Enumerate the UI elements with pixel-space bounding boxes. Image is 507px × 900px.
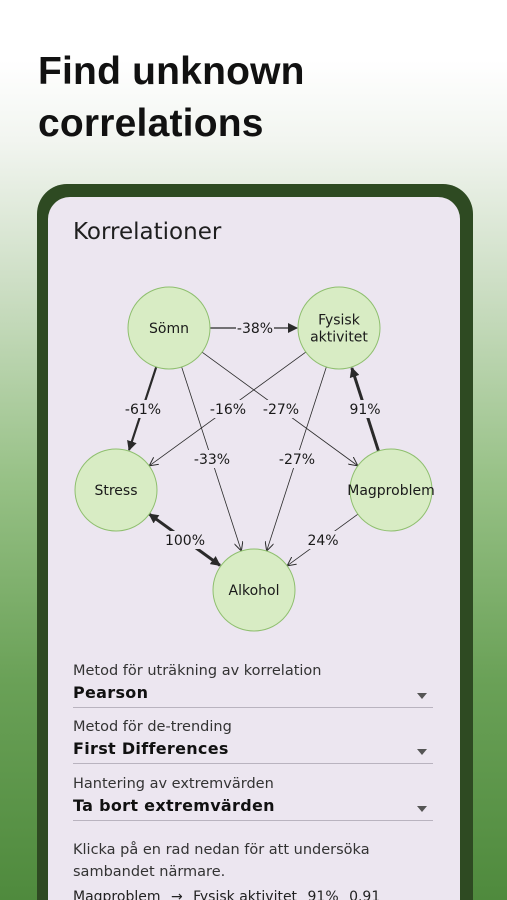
outlier-handling-value: Ta bort extremvärden	[73, 796, 275, 815]
app-screen: Korrelationer -38% -61% -33% -27% -16% -27% 91…	[48, 197, 460, 900]
chevron-down-icon	[417, 693, 427, 699]
node-label-alkohol: Alkohol	[229, 583, 280, 599]
edge-label-bg	[278, 450, 316, 468]
correlation-method-label: Metod för uträkning av korrelation	[73, 663, 322, 679]
outlier-handling-label: Hantering av extremvärden	[73, 776, 274, 792]
detrend-method-value: First Differences	[73, 739, 229, 758]
edge-label-magproblem-fysisk: 91%	[349, 402, 380, 418]
node-fysisk[interactable]	[297, 286, 381, 370]
row-from: Magproblem	[73, 889, 161, 900]
node-label-fysisk: Fysisk	[318, 313, 361, 329]
edge-label-bg	[209, 400, 247, 418]
node-label-stress: Stress	[94, 483, 137, 499]
edge-label-somn-alkohol: -33%	[194, 452, 230, 468]
edge-label-magproblem-alkohol: 24%	[307, 533, 338, 549]
edge-label-bg	[350, 400, 380, 418]
edge-label-stress-alkohol: 100%	[165, 533, 205, 549]
edge-label-bg	[308, 531, 338, 549]
row-to: Fysisk aktivitet	[193, 889, 298, 900]
edge-label-bg	[193, 450, 231, 468]
correlation-method-select[interactable]: Metod för uträkning av korrelation Pears…	[73, 663, 433, 708]
row-percent: 91%	[307, 889, 339, 900]
edge-label-bg	[166, 531, 204, 549]
node-label-magproblem: Magproblem	[347, 483, 434, 499]
edge-label-bg	[262, 400, 300, 418]
hint-text: Klicka på en rad nedan för att undersöka…	[73, 842, 370, 880]
node-label-fysisk: aktivitet	[310, 330, 368, 346]
node-magproblem[interactable]	[349, 448, 433, 532]
field-underline	[73, 763, 433, 764]
detrend-method-select[interactable]: Metod för de-trending First Differences	[73, 719, 433, 764]
chevron-down-icon	[417, 749, 427, 755]
outlier-handling-select[interactable]: Hantering av extremvärden Ta bort extrem…	[73, 776, 433, 821]
chevron-down-icon	[417, 806, 427, 812]
edge-label-fysisk-stress: -16%	[210, 402, 246, 418]
arrow-right-icon: →	[170, 889, 183, 900]
correlation-graph: -38% -61% -33% -27% -16% -27% 91% 24% 100% Sömn F…	[74, 286, 435, 632]
row-value: 0.91	[349, 889, 381, 900]
edge-label-bg	[236, 319, 274, 337]
node-somn[interactable]	[127, 286, 211, 370]
node-stress[interactable]	[74, 448, 158, 532]
field-underline	[73, 707, 433, 708]
correlation-method-value: Pearson	[73, 683, 149, 702]
correlation-row[interactable]: Magproblem → Fysisk aktivitet 91% 0.91	[73, 889, 443, 900]
edge-label-somn-stress: -61%	[125, 402, 161, 418]
headline: Find unknown correlations	[38, 50, 305, 145]
node-alkohol[interactable]	[212, 548, 296, 632]
edge-label-somn-magproblem: -27%	[263, 402, 299, 418]
edge-label-somn-fysisk: -38%	[237, 321, 273, 337]
field-underline	[73, 820, 433, 821]
node-label-somn: Sömn	[149, 321, 189, 337]
edge-label-fysisk-alkohol: -27%	[279, 452, 315, 468]
detrend-method-label: Metod för de-trending	[73, 719, 232, 735]
screen-title: Korrelationer	[73, 219, 222, 245]
edge-label-bg	[124, 400, 162, 418]
